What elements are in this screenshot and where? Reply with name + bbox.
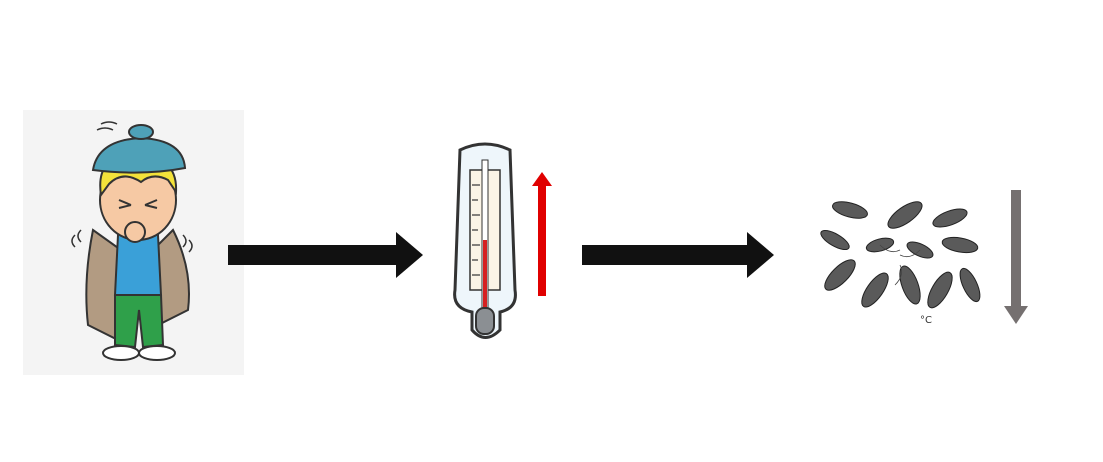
bacteria-icon: [820, 201, 981, 309]
flow-arrow-2: [582, 232, 774, 278]
thermometer-unit-label: °C: [920, 315, 932, 326]
sick-child-panel: [23, 110, 244, 375]
thermometer-group: °C: [430, 140, 932, 345]
temperature-up-arrow: [532, 172, 552, 296]
bacteria-down-arrow: [1004, 190, 1028, 324]
flow-arrow-1: [228, 232, 423, 278]
bacteria-cluster: [810, 190, 990, 330]
thermometer-icon: [453, 142, 517, 339]
sick-child-icon: [23, 110, 244, 375]
